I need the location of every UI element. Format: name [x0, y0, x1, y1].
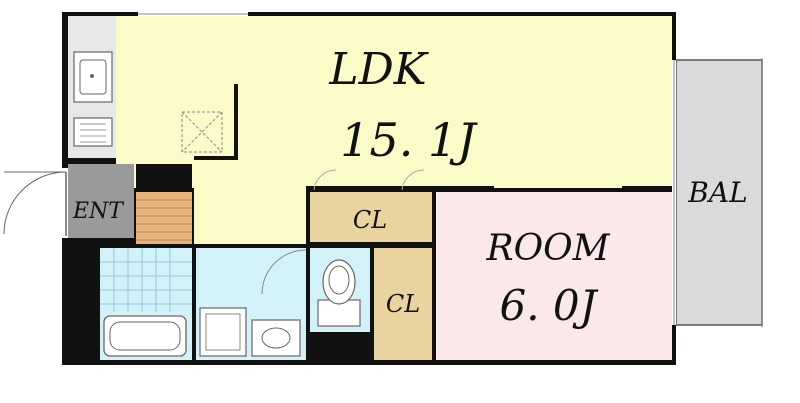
- bathtub-icon: [103, 315, 187, 357]
- ldk-label: LDK: [328, 44, 428, 95]
- balcony-label: BAL: [687, 176, 747, 209]
- washbasin-icon: [251, 319, 301, 357]
- room-label: ROOM: [486, 228, 611, 269]
- stove-icon: [73, 117, 113, 147]
- balcony-area: [675, 59, 763, 326]
- closet-upper-floor: [310, 192, 432, 242]
- closet-lower-floor: [374, 248, 432, 360]
- closet-lower-label: CL: [386, 290, 420, 318]
- entrance-label: ENT: [72, 199, 125, 224]
- washroom-door-swing: [261, 249, 307, 295]
- entrance-door-swing: [3, 171, 67, 235]
- entrance-step: [136, 192, 192, 244]
- room-size-label: 6. 0J: [500, 281, 599, 330]
- closet-upper-label: CL: [353, 206, 387, 234]
- entrance-floor: [68, 164, 134, 238]
- storage-box: [181, 111, 223, 153]
- counter-partition: [234, 84, 238, 160]
- washing-machine-icon: [199, 307, 247, 357]
- ldk-size-label: 15. 1J: [340, 113, 478, 167]
- room-floor: [436, 192, 672, 360]
